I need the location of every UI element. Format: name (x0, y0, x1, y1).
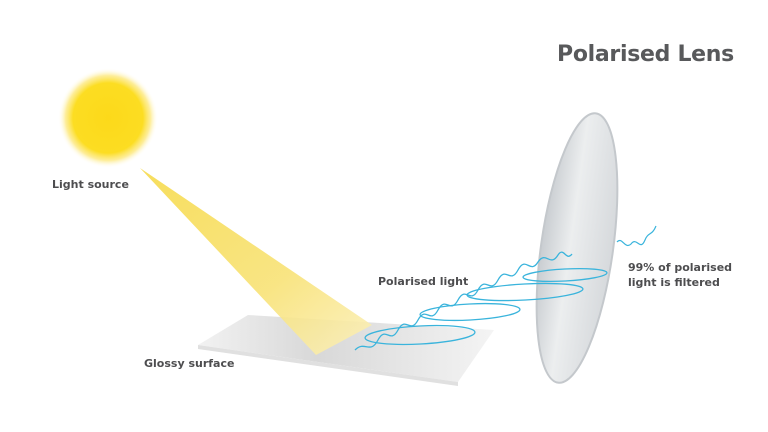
polarised-light-label: Polarised light (378, 275, 469, 288)
filtered-label: 99% of polarised light is filtered (628, 260, 732, 290)
page-title: Polarised Lens (557, 42, 734, 67)
filtered-label-line2: light is filtered (628, 276, 720, 289)
lens-shape (535, 112, 619, 384)
light-beam (140, 168, 372, 355)
glossy-surface-shape (198, 315, 494, 386)
polarised-light-waves (354, 251, 608, 351)
glossy-surface-label: Glossy surface (144, 357, 235, 370)
filtered-wave (616, 225, 657, 246)
light-source-label: Light source (52, 178, 129, 191)
filtered-label-line1: 99% of polarised (628, 261, 733, 274)
sun-icon (58, 68, 158, 168)
